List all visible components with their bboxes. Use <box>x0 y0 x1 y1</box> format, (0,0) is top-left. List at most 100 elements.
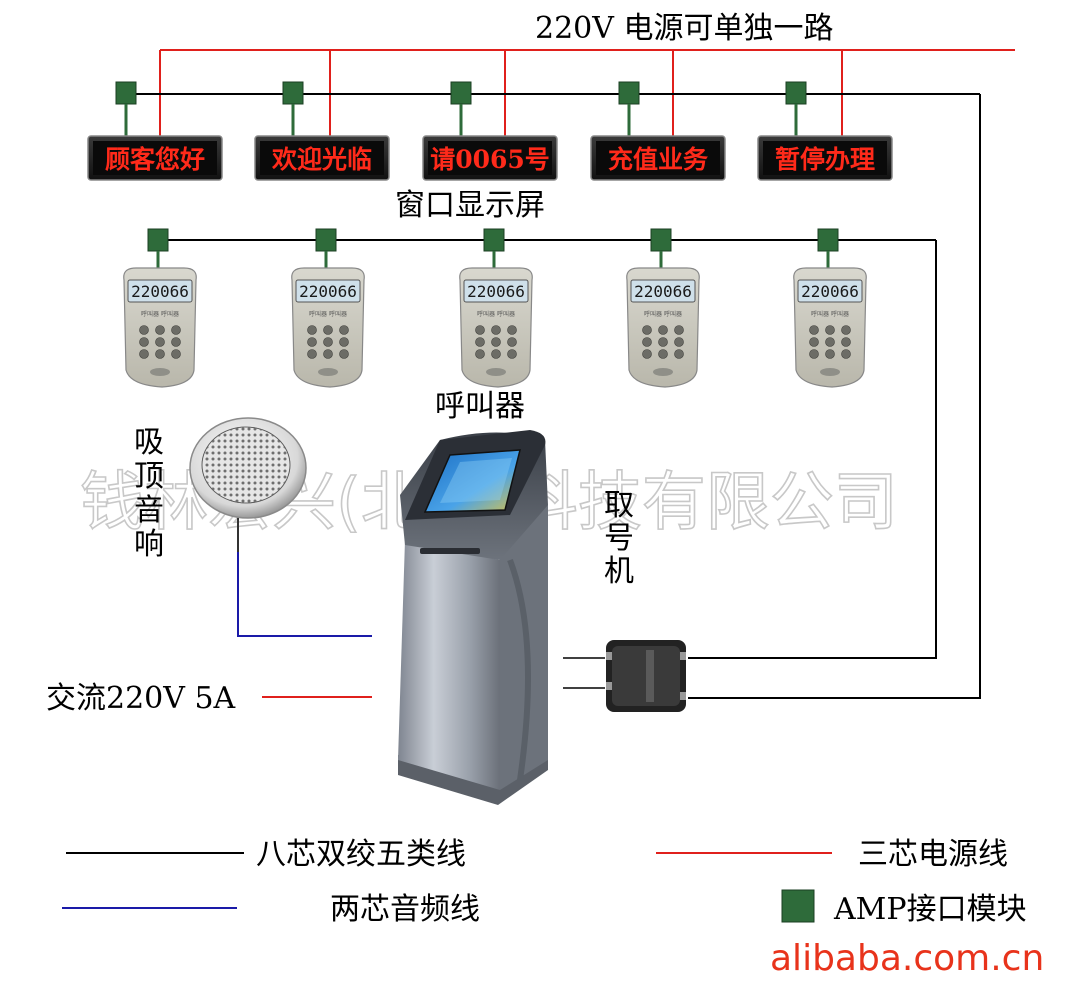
caller-lcd: 220066 <box>299 282 357 301</box>
caller-key[interactable] <box>155 349 165 359</box>
footer-brand: alibaba.com.cn <box>770 938 1044 979</box>
amp-module-icon <box>282 81 304 105</box>
caller-key[interactable] <box>491 337 501 347</box>
caller-key[interactable] <box>139 325 149 335</box>
caller-panel-text: 呼叫器 呼叫器 <box>477 310 515 318</box>
caller-panel-text: 呼叫器 呼叫器 <box>141 310 179 318</box>
window-displays-label: 窗口显示屏 <box>395 188 545 223</box>
caller-lcd: 220066 <box>131 282 189 301</box>
svg-text:吸顶音响: 吸顶音响 <box>134 425 164 562</box>
callers-label: 呼叫器 <box>435 389 525 424</box>
caller-key[interactable] <box>339 337 349 347</box>
caller-key[interactable] <box>658 337 668 347</box>
ticket-kiosk <box>398 430 548 805</box>
legend-amp-swatch <box>781 889 815 923</box>
caller-key[interactable] <box>642 337 652 347</box>
window-displays: 顾客您好 欢迎光临 请0065号 充值业务 暂停办理 <box>87 81 893 181</box>
legend: 八芯双绞五类线 三芯电源线 两芯音频线 AMP接口模块 <box>62 837 1027 927</box>
caller-device: 220066 呼叫器 呼叫器 <box>291 228 365 388</box>
caller-lcd: 220066 <box>634 282 692 301</box>
caller-key[interactable] <box>339 325 349 335</box>
amp-module-icon <box>618 81 640 105</box>
window-display: 欢迎光临 <box>254 81 390 181</box>
caller-key[interactable] <box>155 325 165 335</box>
amp-module-icon <box>147 228 169 252</box>
caller-key[interactable] <box>658 325 668 335</box>
window-display: 顾客您好 <box>87 81 223 181</box>
caller-key[interactable] <box>507 349 517 359</box>
legend-amp-label: AMP接口模块 <box>833 892 1027 927</box>
caller-key[interactable] <box>139 337 149 347</box>
caller-key[interactable] <box>307 337 317 347</box>
caller-lcd: 220066 <box>801 282 859 301</box>
window-display: 暂停办理 <box>757 81 893 181</box>
kiosk-switch-links <box>563 657 605 689</box>
display-message: 暂停办理 <box>775 145 875 174</box>
caller-key[interactable] <box>307 349 317 359</box>
audio-line <box>237 552 372 637</box>
caller-key[interactable] <box>507 325 517 335</box>
caller-key[interactable] <box>674 337 684 347</box>
caller-key[interactable] <box>674 325 684 335</box>
power-header: 220V 电源可单独一路 <box>535 11 833 46</box>
kiosk-label: 取号机 <box>604 488 634 589</box>
cat5-line-callers <box>162 239 937 659</box>
amp-module-icon <box>650 228 672 252</box>
legend-power-label: 三芯电源线 <box>858 837 1008 872</box>
caller-key[interactable] <box>155 337 165 347</box>
caller-key[interactable] <box>339 349 349 359</box>
ac-input-label: 交流220V 5A <box>46 681 236 716</box>
caller-key[interactable] <box>674 349 684 359</box>
display-message: 请0065号 <box>430 145 550 174</box>
display-message: 充值业务 <box>608 145 708 174</box>
caller-device: 220066 呼叫器 呼叫器 <box>459 228 533 388</box>
svg-text:取号机: 取号机 <box>604 488 634 589</box>
amp-module-icon <box>115 81 137 105</box>
caller-key[interactable] <box>171 349 181 359</box>
caller-panel-text: 呼叫器 呼叫器 <box>309 310 347 318</box>
caller-key[interactable] <box>475 337 485 347</box>
caller-key[interactable] <box>475 325 485 335</box>
caller-key[interactable] <box>841 337 851 347</box>
caller-key[interactable] <box>323 325 333 335</box>
amp-module-icon <box>817 228 839 252</box>
caller-key[interactable] <box>475 349 485 359</box>
caller-key[interactable] <box>139 349 149 359</box>
window-display: 请0065号 <box>422 81 558 181</box>
caller-key[interactable] <box>642 349 652 359</box>
caller-key[interactable] <box>323 337 333 347</box>
legend-cat5-label: 八芯双绞五类线 <box>256 837 466 872</box>
cat5-line-displays <box>135 93 981 699</box>
caller-key[interactable] <box>307 325 317 335</box>
caller-key[interactable] <box>323 349 333 359</box>
ceiling-speaker <box>189 417 307 552</box>
caller-key[interactable] <box>841 349 851 359</box>
caller-key[interactable] <box>809 337 819 347</box>
display-message: 欢迎光临 <box>271 145 372 174</box>
window-display: 充值业务 <box>590 81 726 181</box>
caller-key[interactable] <box>809 325 819 335</box>
caller-key[interactable] <box>841 325 851 335</box>
caller-key[interactable] <box>825 349 835 359</box>
caller-key[interactable] <box>507 337 517 347</box>
caller-key[interactable] <box>171 337 181 347</box>
caller-panel-text: 呼叫器 呼叫器 <box>644 310 682 318</box>
caller-device: 220066 呼叫器 呼叫器 <box>123 228 197 388</box>
caller-key[interactable] <box>491 349 501 359</box>
caller-key[interactable] <box>491 325 501 335</box>
caller-panel-text: 呼叫器 呼叫器 <box>811 310 849 318</box>
caller-key[interactable] <box>825 337 835 347</box>
caller-key[interactable] <box>171 325 181 335</box>
caller-key[interactable] <box>658 349 668 359</box>
amp-module-icon <box>450 81 472 105</box>
caller-device: 220066 呼叫器 呼叫器 <box>793 228 867 388</box>
display-message: 顾客您好 <box>105 145 205 174</box>
speaker-label: 吸顶音响 <box>134 425 164 562</box>
caller-key[interactable] <box>825 325 835 335</box>
amp-module-icon <box>315 228 337 252</box>
caller-lcd: 220066 <box>467 282 525 301</box>
caller-key[interactable] <box>809 349 819 359</box>
caller-key[interactable] <box>642 325 652 335</box>
